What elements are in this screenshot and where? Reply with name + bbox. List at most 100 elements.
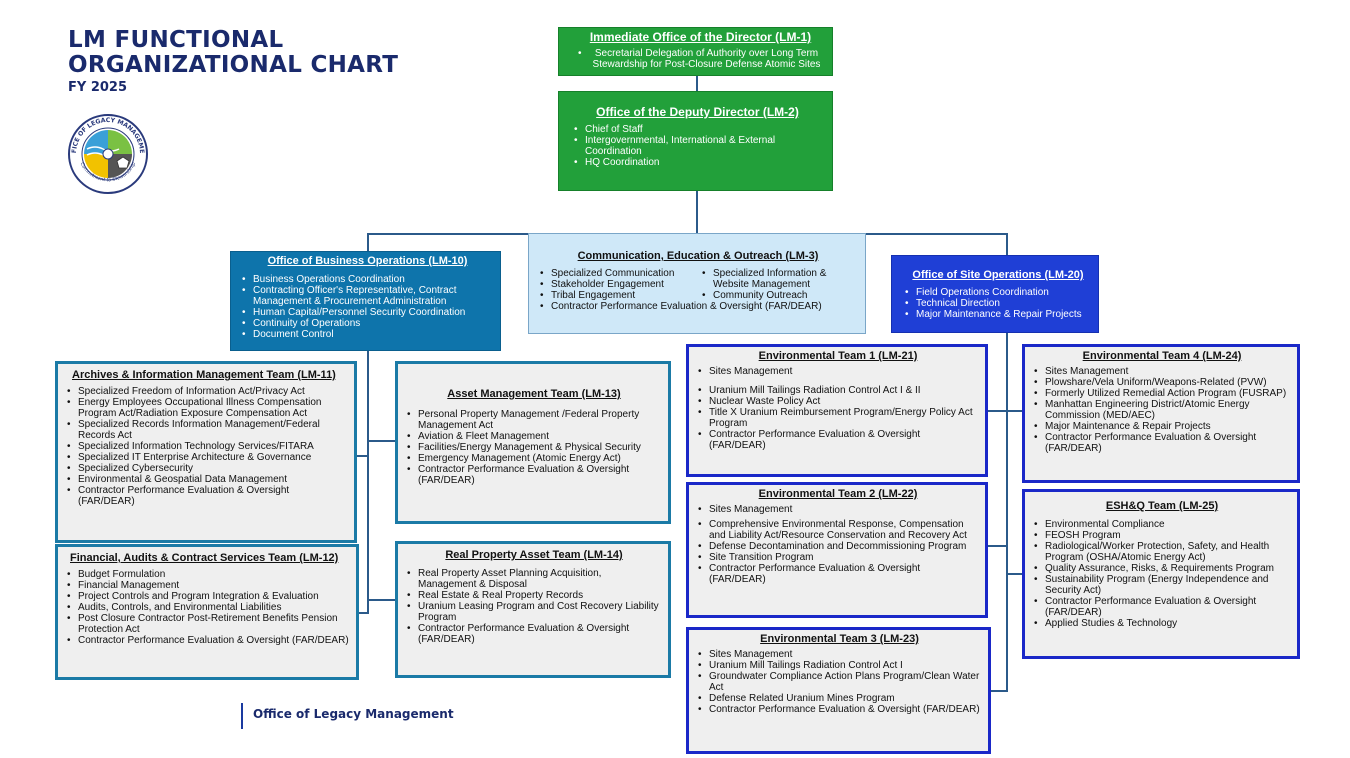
environmental-team-1-list: Sites Management Uranium Mill Tailings R… — [697, 366, 979, 451]
list-item: Contractor Performance Evaluation & Over… — [67, 485, 348, 507]
real-property-team-title: Real Property Asset Team (LM-14) — [445, 549, 623, 561]
list-item: Nuclear Waste Policy Act — [698, 396, 979, 407]
site-operations-title: Office of Site Operations (LM-20) — [912, 269, 1084, 281]
communication-outreach-full: Contractor Performance Evaluation & Over… — [539, 301, 857, 312]
fiscal-year: FY 2025 — [68, 80, 128, 95]
list-item: Energy Employees Occupational Illness Co… — [67, 397, 348, 419]
list-item: Uranium Mill Tailings Radiation Control … — [698, 660, 982, 671]
real-property-team-list: Real Property Asset Planning Acquisition… — [406, 568, 662, 645]
connector-to-env2 — [988, 545, 1008, 547]
environmental-team-2-list: Sites Management Comprehensive Environme… — [697, 504, 979, 585]
list-item: Business Operations Coordination — [242, 274, 494, 285]
list-item: Radiological/Worker Protection, Safety, … — [1034, 541, 1291, 563]
deputy-office-list: Chief of Staff Intergovernmental, Intern… — [573, 124, 822, 168]
deputy-office-title: Office of the Deputy Director (LM-2) — [596, 105, 799, 119]
list-item: Major Maintenance & Repair Projects — [1034, 421, 1291, 432]
connector-to-env1 — [988, 410, 1008, 412]
list-item: Uranium Leasing Program and Cost Recover… — [407, 601, 662, 623]
list-item: Audits, Controls, and Environmental Liab… — [67, 602, 350, 613]
list-item: Aviation & Fleet Management — [407, 431, 662, 442]
communication-outreach-col2: Specialized Information & Website Manage… — [701, 268, 857, 301]
list-item: Contractor Performance Evaluation & Over… — [698, 563, 979, 585]
connector-to-business — [367, 233, 369, 251]
list-item: Human Capital/Personnel Security Coordin… — [242, 307, 494, 318]
list-item: Specialized Information Technology Servi… — [67, 441, 348, 452]
list-item: FEOSH Program — [1034, 530, 1291, 541]
list-item: Defense Decontamination and Decommission… — [698, 541, 979, 552]
list-item: Contractor Performance Evaluation & Over… — [1034, 596, 1291, 618]
list-item: Plowshare/Vela Uniform/Weapons-Related (… — [1034, 377, 1291, 388]
archives-team-box: Archives & Information Management Team (… — [55, 361, 357, 543]
list-item: Sites Management — [698, 366, 979, 377]
environmental-team-1-box: Environmental Team 1 (LM-21) Sites Manag… — [686, 344, 988, 477]
list-item: Contractor Performance Evaluation & Over… — [67, 635, 350, 646]
asset-management-team-box: Asset Management Team (LM-13) Personal P… — [395, 361, 671, 524]
list-item: Contractor Performance Evaluation & Over… — [407, 623, 662, 645]
list-item: Environmental Compliance — [1034, 519, 1291, 530]
director-office-title: Immediate Office of the Director (LM-1) — [589, 30, 812, 44]
communication-outreach-title: Communication, Education & Outreach (LM-… — [577, 250, 819, 262]
list-item: Specialized Cybersecurity — [67, 463, 348, 474]
list-item: Facilities/Energy Management & Physical … — [407, 442, 662, 453]
list-item: Sites Management — [1034, 366, 1291, 377]
list-item: Technical Direction — [905, 298, 1092, 309]
list-item: Title X Uranium Reimbursement Program/En… — [698, 407, 979, 429]
list-item: HQ Coordination — [574, 157, 822, 168]
list-item: Secretarial Delegation of Authority over… — [578, 48, 824, 70]
list-item: Specialized IT Enterprise Architecture &… — [67, 452, 348, 463]
list-item: Major Maintenance & Repair Projects — [905, 309, 1092, 320]
list-item: Specialized Information & Website Manage… — [702, 268, 857, 290]
list-item: Sites Management — [698, 649, 982, 660]
list-item: Comprehensive Environmental Response, Co… — [698, 519, 979, 541]
list-item: Specialized Communication — [540, 268, 695, 279]
financial-team-box: Financial, Audits & Contract Services Te… — [55, 544, 359, 680]
list-item: Specialized Freedom of Information Act/P… — [67, 386, 348, 397]
connector-to-asset — [367, 440, 395, 442]
chart-title: LM FUNCTIONAL ORGANIZATIONAL CHART — [68, 28, 398, 78]
list-item: Contractor Performance Evaluation & Over… — [698, 704, 982, 715]
environmental-team-4-title: Environmental Team 4 (LM-24) — [1082, 350, 1242, 362]
eshq-team-title: ESH&Q Team (LM-25) — [1105, 500, 1219, 512]
list-item: Real Property Asset Planning Acquisition… — [407, 568, 662, 590]
list-item: Sustainability Program (Energy Independe… — [1034, 574, 1291, 596]
connector-to-esh — [1006, 573, 1022, 575]
communication-outreach-columns: Specialized Communication Stakeholder En… — [539, 268, 857, 301]
connector-siteops-spine — [1006, 333, 1008, 691]
connector-director-deputy — [696, 76, 698, 91]
list-item: Site Transition Program — [698, 552, 979, 563]
environmental-team-2-box: Environmental Team 2 (LM-22) Sites Manag… — [686, 482, 988, 618]
communication-outreach-col1: Specialized Communication Stakeholder En… — [539, 268, 695, 301]
connector-to-env4 — [1006, 410, 1022, 412]
list-item: Chief of Staff — [574, 124, 822, 135]
site-operations-box: Office of Site Operations (LM-20) Field … — [891, 255, 1099, 333]
deputy-office-box: Office of the Deputy Director (LM-2) Chi… — [558, 91, 833, 191]
list-item: Sites Management — [698, 504, 979, 515]
director-office-box: Immediate Office of the Director (LM-1) … — [558, 27, 833, 76]
environmental-team-1-title: Environmental Team 1 (LM-21) — [758, 350, 918, 362]
list-item: Defense Related Uranium Mines Program — [698, 693, 982, 704]
connector-to-siteops — [1006, 233, 1008, 255]
list-item: Quality Assurance, Risks, & Requirements… — [1034, 563, 1291, 574]
connector-deputy-down — [696, 191, 698, 234]
connector-business-spine — [367, 350, 369, 613]
archives-team-title: Archives & Information Management Team (… — [72, 369, 336, 381]
list-item: Intergovernmental, International & Exter… — [574, 135, 822, 157]
environmental-team-3-title: Environmental Team 3 (LM-23) — [760, 633, 919, 645]
list-item: Contractor Performance Evaluation & Over… — [1034, 432, 1291, 454]
list-item: Project Controls and Program Integration… — [67, 591, 350, 602]
financial-team-list: Budget Formulation Financial Management … — [66, 569, 350, 646]
list-item: Continuity of Operations — [242, 318, 494, 329]
environmental-team-2-title: Environmental Team 2 (LM-22) — [758, 488, 918, 500]
list-item: Manhattan Engineering District/Atomic En… — [1034, 399, 1291, 421]
business-operations-box: Office of Business Operations (LM-10) Bu… — [230, 251, 501, 351]
connector-to-env3 — [991, 690, 1008, 692]
list-item: Formerly Utilized Remedial Action Progra… — [1034, 388, 1291, 399]
list-item: Field Operations Coordination — [905, 287, 1092, 298]
chart-title-line2: ORGANIZATIONAL CHART — [68, 52, 399, 78]
site-operations-list: Field Operations Coordination Technical … — [904, 287, 1092, 320]
footer-office-name: Office of Legacy Management — [253, 707, 454, 721]
list-item: Emergency Management (Atomic Energy Act) — [407, 453, 662, 464]
list-item: Post Closure Contractor Post-Retirement … — [67, 613, 350, 635]
director-office-list: Secretarial Delegation of Authority over… — [577, 48, 824, 70]
list-item: Specialized Records Information Manageme… — [67, 419, 348, 441]
